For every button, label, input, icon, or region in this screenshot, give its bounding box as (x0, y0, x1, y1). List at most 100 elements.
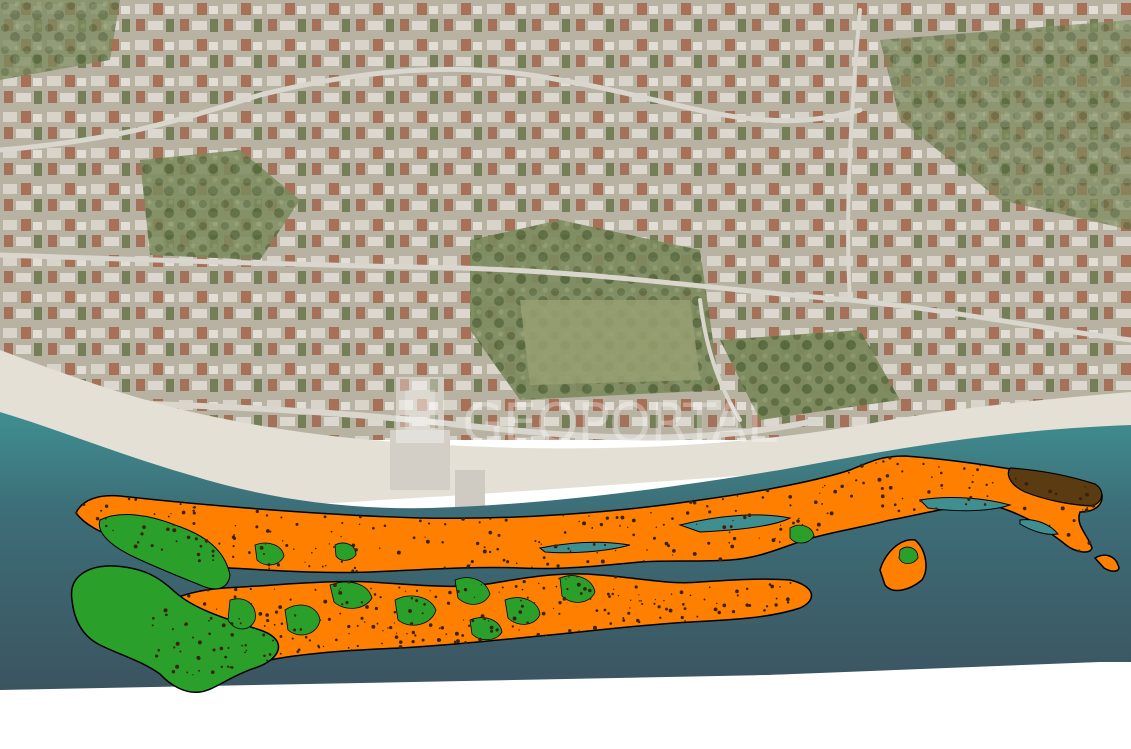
speckle (888, 485, 893, 490)
speckle (112, 529, 114, 532)
green-patch[interactable] (227, 598, 256, 630)
speckle (1048, 524, 1051, 527)
speckle (184, 623, 187, 626)
speckle (672, 549, 676, 553)
speckle (230, 666, 234, 669)
habitat-orange-north-band[interactable] (75, 455, 1103, 574)
speckle (297, 648, 301, 652)
speckle (464, 641, 468, 645)
green-patch[interactable] (559, 575, 596, 603)
green-patch[interactable] (898, 546, 919, 565)
speckle (421, 612, 424, 615)
speckle (541, 611, 546, 616)
speckle (600, 559, 605, 564)
speckle (360, 601, 364, 604)
speckle (976, 468, 979, 472)
speckle (583, 587, 587, 591)
speckle (745, 587, 749, 591)
road-mid (0, 252, 1131, 343)
speckle (427, 522, 431, 525)
speckle (314, 588, 317, 591)
speckle (210, 670, 215, 674)
speckle (383, 524, 387, 528)
speckle (218, 542, 221, 545)
speckle (461, 517, 465, 521)
habitat-green-west-bulb[interactable] (70, 565, 280, 694)
speckle (526, 621, 529, 625)
speckle (463, 587, 468, 592)
habitat-orange-east-tail[interactable] (1093, 554, 1120, 572)
speckle (941, 487, 943, 490)
speckle (558, 612, 561, 615)
speckle (877, 477, 882, 482)
speckle (614, 575, 618, 579)
speckle (317, 646, 321, 649)
speckle (238, 617, 240, 620)
green-patch[interactable] (334, 542, 357, 561)
speckle (410, 622, 414, 626)
speckle (387, 627, 389, 629)
speckle (358, 515, 362, 519)
speckle (1048, 489, 1052, 494)
speckle (671, 517, 674, 520)
speckle (566, 587, 569, 591)
speckle (398, 645, 403, 650)
speckle (833, 489, 838, 494)
speckle (456, 639, 460, 643)
speckle (333, 583, 337, 587)
speckle (127, 497, 131, 501)
speckle (620, 515, 625, 520)
speckle (614, 549, 617, 552)
speckle (515, 562, 518, 565)
speckle (897, 509, 901, 513)
speckle (428, 623, 433, 627)
speckle (470, 560, 474, 564)
speckle (665, 607, 668, 611)
speckle (743, 515, 747, 520)
speckle (685, 511, 690, 515)
speckle (208, 619, 210, 622)
speckle (247, 551, 251, 554)
speckle (483, 546, 486, 549)
green-patch[interactable] (284, 604, 321, 636)
speckle (609, 622, 613, 625)
speckle (371, 526, 375, 530)
speckle (74, 511, 78, 515)
speckle (798, 517, 800, 520)
speckle (258, 612, 263, 616)
speckle (689, 500, 693, 504)
speckle (657, 605, 661, 609)
parking-lot-2 (455, 470, 485, 510)
speckle (208, 632, 211, 636)
speckle (347, 580, 351, 584)
speckle (789, 581, 792, 585)
speckle (829, 511, 834, 516)
green-patch[interactable] (394, 595, 437, 626)
speckle (662, 523, 665, 526)
speckle (558, 601, 562, 605)
speckle (356, 644, 359, 648)
speckle (681, 603, 685, 606)
speckle (196, 552, 201, 557)
speckle (502, 558, 506, 562)
speckle (259, 545, 264, 550)
speckle (396, 550, 401, 555)
gap-channel (1019, 519, 1059, 535)
speckle (348, 632, 350, 635)
gap-channel (538, 541, 631, 554)
speckle (173, 646, 176, 649)
speckle (595, 609, 599, 613)
road-spur (698, 298, 742, 422)
no-data-area (0, 662, 1131, 749)
speckle (779, 527, 783, 531)
speckle (1060, 506, 1065, 511)
speckle (490, 629, 494, 633)
speckle (599, 522, 604, 527)
habitat-green-north-tip[interactable] (98, 514, 231, 590)
speckle (304, 561, 306, 563)
speckle (279, 635, 283, 638)
speckle (262, 633, 266, 637)
green-patch[interactable] (789, 524, 815, 544)
